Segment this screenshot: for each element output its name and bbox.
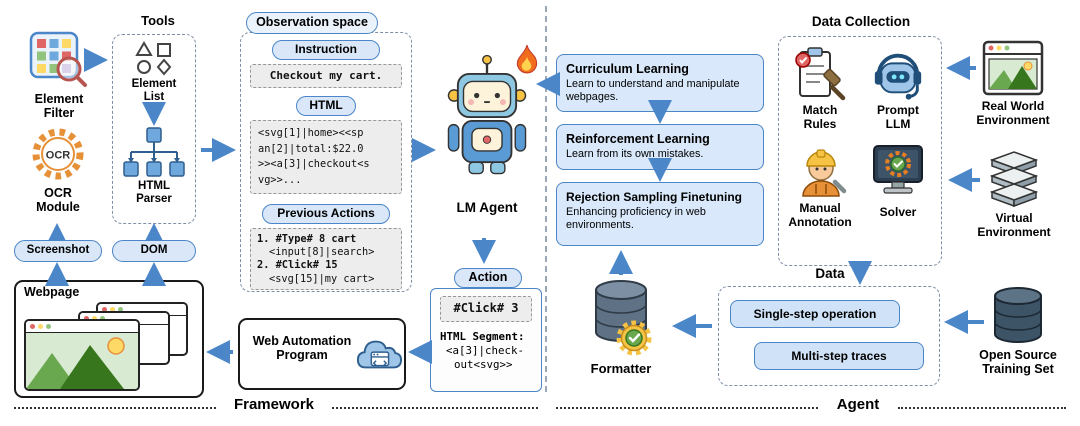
previous-action-line: <svg[15]|my cart>	[269, 272, 375, 285]
action-segment: HTML Segment: <a[3]|check- out<svg>>	[440, 330, 536, 372]
framework-dotted-line-right	[332, 407, 538, 409]
manual-annotation-label: Manual Annotation	[788, 201, 852, 229]
match-rules-label: Match Rules	[802, 103, 838, 131]
lm-agent-label: LM Agent	[456, 200, 518, 215]
prompt-llm-icon	[874, 53, 922, 100]
screenshot-pill: Screenshot	[14, 240, 102, 262]
html-code-line: <svg[1]|home><<sp	[258, 127, 364, 139]
section-divider	[545, 6, 547, 392]
element-filter-icon	[29, 31, 87, 87]
open-source-training-set-label: Open Source Training Set	[979, 348, 1057, 377]
formatter-icon	[595, 280, 652, 356]
element-list-label: Element List	[131, 78, 177, 104]
data-container	[718, 286, 940, 386]
training-title: Reinforcement Learning	[566, 132, 710, 146]
single-step-card: Single-step operation	[730, 300, 900, 328]
virtual-environment-label: Virtual Environment	[977, 211, 1051, 239]
html-code-line: an[2]|total:$22.0	[258, 142, 364, 155]
solver-icon	[873, 145, 923, 194]
webpage-label: Webpage	[24, 285, 80, 299]
formatter-label: Formatter	[590, 361, 652, 376]
lm-agent-robot-icon	[447, 54, 527, 175]
match-rules-icon	[795, 47, 846, 101]
multi-step-card: Multi-step traces	[754, 342, 924, 370]
web-automation-label: Web Automation Program	[252, 334, 352, 363]
training-description: Learn from its own mistakes.	[566, 148, 704, 160]
open-source-training-set-icon	[994, 287, 1042, 343]
manual-annotation-icon	[802, 149, 847, 197]
html-code-line: >><a[3]|checkout<s	[258, 158, 370, 170]
framework-section-label: Framework	[233, 396, 315, 413]
element-list-icon	[135, 41, 172, 76]
previous-actions-badge: Previous Actions	[262, 204, 390, 224]
agent-section-label: Agent	[836, 396, 880, 413]
agent-dotted-line-left	[556, 407, 818, 409]
training-description: Learn to understand and manipulate webpa…	[566, 78, 740, 104]
solver-label: Solver	[879, 205, 917, 219]
training-title: Curriculum Learning	[566, 62, 689, 76]
ocr-module-icon: OCR	[32, 128, 84, 180]
previous-actions-box: 1. #Type# 8 cart <input[8]|search> 2. #C…	[250, 228, 402, 290]
tools-label: Tools	[141, 13, 175, 28]
training-box-reinforcement: Reinforcement Learning Learn from its ow…	[556, 124, 764, 170]
agent-dotted-line-right	[898, 407, 1066, 409]
dom-pill: DOM	[112, 240, 196, 262]
real-world-environment-icon	[982, 40, 1044, 96]
previous-action-line: <input[8]|search>	[269, 246, 375, 259]
html-parser-label: HTML Parser	[136, 180, 172, 206]
previous-action-line: 1. #Type# 8 cart	[257, 233, 357, 245]
training-description: Enhancing proficiency in web environment…	[566, 206, 706, 232]
html-code-line: vg>>...	[258, 173, 302, 186]
html-badge: HTML	[296, 96, 356, 116]
action-command: #Click# 3	[453, 301, 519, 315]
browser-window-front	[24, 319, 140, 391]
action-badge: Action	[454, 268, 522, 288]
observation-space-title: Observation space	[246, 12, 378, 34]
segment-code-line: <a[3]|check-	[446, 344, 525, 357]
data-collection-title: Data Collection	[811, 14, 911, 29]
real-world-environment-label: Real World Environment	[976, 99, 1050, 127]
prompt-llm-label: Prompt LLM	[877, 103, 919, 131]
training-box-curriculum: Curriculum Learning Learn to understand …	[556, 54, 764, 112]
automation-cloud-icon	[356, 340, 402, 369]
webpage-image	[26, 333, 138, 389]
framework-dotted-line-left	[14, 407, 216, 409]
element-filter-label: Element Filter	[34, 92, 84, 121]
html-parser-icon	[123, 127, 185, 177]
fire-icon	[516, 44, 538, 74]
data-title: Data	[815, 266, 845, 281]
segment-code-line: out<svg>>	[454, 358, 513, 371]
instruction-text: Checkout my cart.	[269, 69, 383, 82]
action-command-box: #Click# 3	[440, 296, 532, 322]
training-box-rejection-sampling: Rejection Sampling Finetuning Enhancing …	[556, 182, 764, 246]
instruction-box: Checkout my cart.	[250, 64, 402, 88]
single-step-label: Single-step operation	[753, 307, 877, 321]
previous-action-line: 2. #Click# 15	[257, 259, 338, 272]
instruction-badge: Instruction	[272, 40, 380, 60]
virtual-environment-icon	[989, 151, 1039, 208]
ocr-icon-text: OCR	[46, 150, 71, 162]
training-title: Rejection Sampling Finetuning	[566, 190, 743, 204]
ocr-module-label: OCR Module	[36, 186, 80, 215]
html-observation-box: <svg[1]|home><<sp an[2]|total:$22.0 >><a…	[250, 120, 402, 194]
segment-label: HTML Segment:	[440, 330, 525, 343]
multi-step-label: Multi-step traces	[791, 349, 887, 363]
